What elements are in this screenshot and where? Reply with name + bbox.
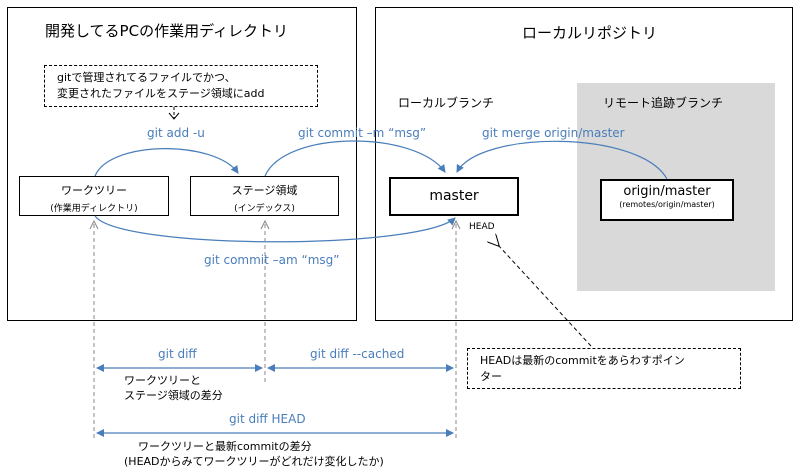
worktree-subtitle: (作業用ディレクトリ) <box>50 204 138 214</box>
diff-note-line2: ステージ領域の差分 <box>124 389 223 402</box>
merge-arrow <box>456 140 668 180</box>
head-note-line1: HEADは最新のcommitをあらわすポイン <box>480 354 685 367</box>
commit-am-arrow <box>94 215 456 243</box>
diff-command-label: git diff <box>158 347 197 361</box>
worktree-title: ワークツリー <box>61 184 127 197</box>
head-note: HEADは最新のcommitをあらわすポイン ター <box>467 348 741 389</box>
head-note-line2: ター <box>480 370 502 383</box>
commit-command-label: git commit –m “msg” <box>298 126 427 140</box>
add-note: gitで管理されてるファイルでかつ、 変更されたファイルをステージ領域にadd <box>44 65 318 107</box>
stage-node: ステージ領域 (インデックス) <box>190 176 339 216</box>
master-node: master <box>389 177 519 216</box>
merge-command-label: git merge origin/master <box>482 126 625 140</box>
commit-am-command-label: git commit –am “msg” <box>204 253 340 267</box>
diff-note: ワークツリーと ステージ領域の差分 <box>124 373 223 403</box>
commit-arrow <box>264 140 446 177</box>
local-branch-label: ローカルブランチ <box>398 96 495 110</box>
origin-master-node: origin/master (remotes/origin/master) <box>600 179 734 221</box>
work-directory-panel <box>7 7 357 321</box>
head-pointer-arrow <box>498 245 592 347</box>
stage-subtitle: (インデックス) <box>234 204 295 214</box>
diff-head-note: ワークツリーと最新commitの差分 (HEADからみてワークツリーがどれだけ変… <box>124 439 424 469</box>
origin-master-title: origin/master <box>623 184 711 199</box>
diff-note-line1: ワークツリーと <box>124 374 201 387</box>
diff-head-note-line2: (HEADからみてワークツリーがどれだけ変化したか) <box>124 455 384 468</box>
diff-head-note-line1: ワークツリーと最新commitの差分 <box>138 440 312 453</box>
work-directory-title: 開発してるPCの作業用ディレクトリ <box>45 22 289 40</box>
local-repository-title: ローカルリポジトリ <box>522 24 658 42</box>
remote-branch-label: リモート追跡ブランチ <box>603 96 724 110</box>
add-note-line1: gitで管理されてるファイルでかつ、 <box>57 71 236 84</box>
stage-title: ステージ領域 <box>231 184 298 197</box>
head-label: HEAD <box>469 222 495 232</box>
master-label: master <box>429 188 479 204</box>
add-arrow <box>94 148 239 177</box>
add-note-line2: 変更されたファイルをステージ領域にadd <box>57 87 265 100</box>
diff-cached-command-label: git diff --cached <box>310 347 405 361</box>
origin-master-subtitle: (remotes/origin/master) <box>619 200 715 209</box>
worktree-node: ワークツリー (作業用ディレクトリ) <box>19 176 169 216</box>
add-command-label: git add -u <box>147 126 205 140</box>
diff-head-command-label: git diff HEAD <box>229 412 306 426</box>
